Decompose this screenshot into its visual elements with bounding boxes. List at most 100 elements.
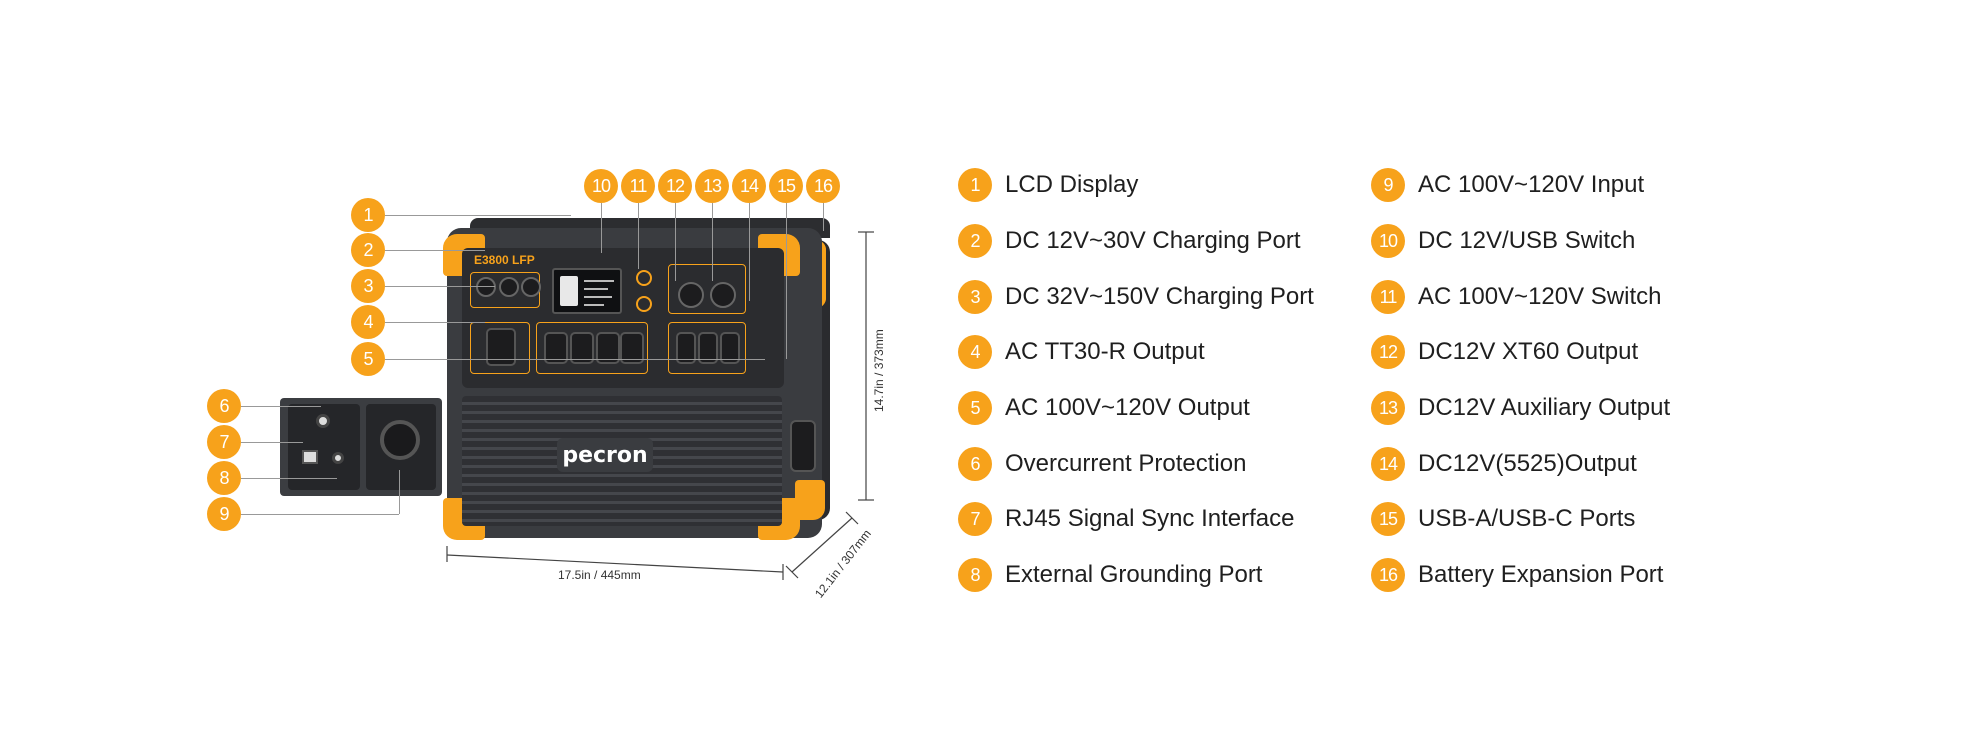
legend-item: 10 DC 12V/USB Switch bbox=[1371, 224, 1635, 258]
legend-label: Battery Expansion Port bbox=[1418, 561, 1664, 588]
legend-badge: 12 bbox=[1371, 335, 1405, 369]
legend-badge: 15 bbox=[1371, 502, 1405, 536]
legend-badge: 13 bbox=[1371, 391, 1405, 425]
callout-8-badge: 8 bbox=[207, 461, 241, 495]
legend-label: External Grounding Port bbox=[1005, 561, 1263, 588]
legend-item: 14 DC12V(5525)Output bbox=[1371, 447, 1637, 481]
leader-line bbox=[241, 514, 399, 515]
legend-badge: 8 bbox=[958, 558, 992, 592]
legend-badge: 14 bbox=[1371, 447, 1405, 481]
ac-outlet bbox=[544, 332, 568, 364]
brand-logo: pecron bbox=[557, 438, 653, 472]
dc-output-group bbox=[668, 264, 746, 314]
battery-expansion-port-graphic bbox=[790, 420, 816, 472]
dc-charging-port bbox=[476, 277, 496, 297]
ac-switch bbox=[636, 296, 652, 312]
dc-usb-switch bbox=[636, 270, 652, 286]
legend-label: Overcurrent Protection bbox=[1005, 450, 1247, 477]
dc-charging-port bbox=[499, 277, 519, 297]
callout-13-badge: 13 bbox=[695, 169, 729, 203]
leader-line bbox=[749, 203, 750, 301]
detail-inset bbox=[280, 398, 442, 496]
leader-line bbox=[638, 203, 639, 269]
usb-port bbox=[676, 332, 696, 364]
width-dimension: 17.5in / 445mm bbox=[558, 568, 641, 582]
legend-badge: 4 bbox=[958, 335, 992, 369]
height-dimension: 14.7in / 373mm bbox=[872, 329, 886, 412]
legend-badge: 1 bbox=[958, 168, 992, 202]
legend-label: AC 100V~120V Output bbox=[1005, 394, 1250, 421]
usb-port bbox=[720, 332, 740, 364]
leader-line bbox=[241, 442, 303, 443]
leader-line bbox=[385, 286, 495, 287]
leader-line bbox=[385, 215, 571, 216]
ac-input-port bbox=[380, 420, 420, 460]
callout-16-badge: 16 bbox=[806, 169, 840, 203]
legend-label: AC 100V~120V Input bbox=[1418, 171, 1645, 198]
legend-badge: 10 bbox=[1371, 224, 1405, 258]
callout-15-badge: 15 bbox=[769, 169, 803, 203]
overcurrent-protector bbox=[316, 414, 330, 428]
callout-11-badge: 11 bbox=[621, 169, 655, 203]
legend-badge: 11 bbox=[1371, 280, 1405, 314]
leader-line bbox=[712, 203, 713, 281]
callout-10-badge: 10 bbox=[584, 169, 618, 203]
leader-line bbox=[385, 359, 765, 360]
grounding-port bbox=[332, 452, 344, 464]
callout-14-badge: 14 bbox=[732, 169, 766, 203]
legend-item: 11 AC 100V~120V Switch bbox=[1371, 280, 1661, 314]
leader-line bbox=[399, 470, 400, 514]
ac-outlet bbox=[596, 332, 620, 364]
ac-outlet bbox=[620, 332, 644, 364]
callout-3-badge: 3 bbox=[351, 269, 385, 303]
legend-item: 7 RJ45 Signal Sync Interface bbox=[958, 502, 1295, 536]
callout-12-badge: 12 bbox=[658, 169, 692, 203]
legend-label: DC 12V/USB Switch bbox=[1418, 227, 1636, 254]
ac-output-group bbox=[536, 322, 648, 374]
legend-label: DC 12V~30V Charging Port bbox=[1005, 227, 1301, 254]
front-panel bbox=[462, 248, 784, 388]
legend-item: 3 DC 32V~150V Charging Port bbox=[958, 280, 1314, 314]
leader-line bbox=[786, 203, 787, 359]
legend-badge: 16 bbox=[1371, 558, 1405, 592]
legend-label: USB-A/USB-C Ports bbox=[1418, 505, 1636, 532]
legend-item: 12 DC12V XT60 Output bbox=[1371, 335, 1638, 369]
legend-item: 1 LCD Display bbox=[958, 168, 1138, 202]
legend-item: 4 AC TT30-R Output bbox=[958, 335, 1205, 369]
aux-port bbox=[710, 282, 736, 308]
callout-2-badge: 2 bbox=[351, 233, 385, 267]
legend-label: DC12V Auxiliary Output bbox=[1418, 394, 1671, 421]
legend-badge: 7 bbox=[958, 502, 992, 536]
callout-4-badge: 4 bbox=[351, 305, 385, 339]
legend-item: 8 External Grounding Port bbox=[958, 558, 1262, 592]
leader-line bbox=[241, 406, 321, 407]
legend-label: LCD Display bbox=[1005, 171, 1139, 198]
legend-label: DC12V XT60 Output bbox=[1418, 338, 1639, 365]
legend-item: 9 AC 100V~120V Input bbox=[1371, 168, 1644, 202]
legend-item: 2 DC 12V~30V Charging Port bbox=[958, 224, 1301, 258]
legend-item: 16 Battery Expansion Port bbox=[1371, 558, 1663, 592]
usb-output-group bbox=[668, 322, 746, 374]
legend-badge: 2 bbox=[958, 224, 992, 258]
callout-5-badge: 5 bbox=[351, 342, 385, 376]
legend-label: DC12V(5525)Output bbox=[1418, 450, 1637, 477]
legend-item: 15 USB-A/USB-C Ports bbox=[1371, 502, 1635, 536]
legend-badge: 9 bbox=[1371, 168, 1405, 202]
leader-line bbox=[385, 250, 485, 251]
legend-label: AC TT30-R Output bbox=[1005, 338, 1205, 365]
corner-bumper bbox=[795, 480, 825, 520]
legend-label: DC 32V~150V Charging Port bbox=[1005, 283, 1314, 310]
callout-9-badge: 9 bbox=[207, 497, 241, 531]
legend-badge: 5 bbox=[958, 391, 992, 425]
leader-line bbox=[675, 203, 676, 281]
leader-line bbox=[241, 478, 337, 479]
legend-label: AC 100V~120V Switch bbox=[1418, 283, 1662, 310]
leader-line bbox=[385, 322, 485, 323]
legend-label: RJ45 Signal Sync Interface bbox=[1005, 505, 1295, 532]
callout-6-badge: 6 bbox=[207, 389, 241, 423]
rj45-port bbox=[302, 450, 318, 464]
usb-port bbox=[698, 332, 718, 364]
callout-1-badge: 1 bbox=[351, 198, 385, 232]
ac-outlet bbox=[570, 332, 594, 364]
